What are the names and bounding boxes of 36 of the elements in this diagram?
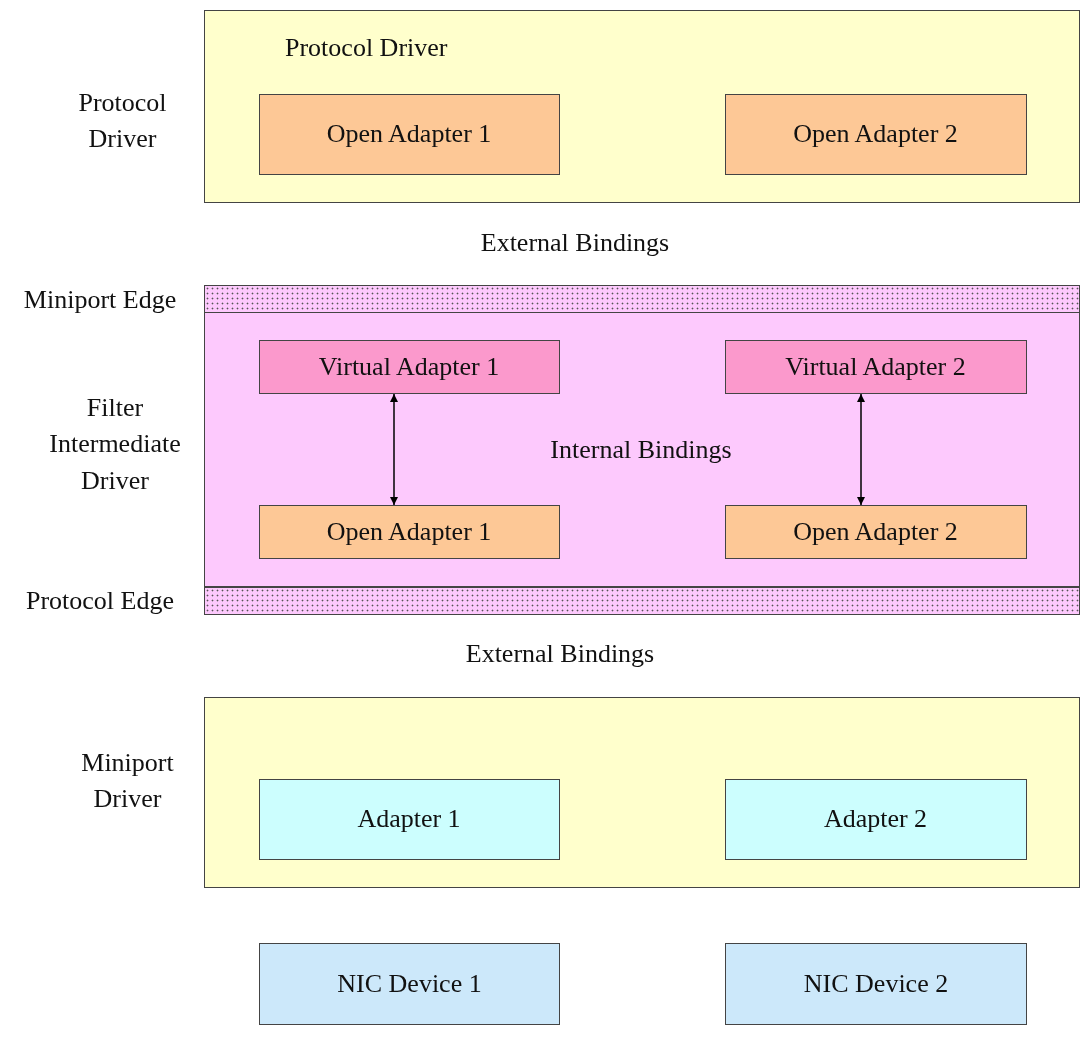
adapter-label: NIC Device 2 (802, 969, 950, 999)
adapter-box (258, 504, 560, 559)
layer-box (204, 312, 1080, 587)
layer-box (204, 697, 1080, 888)
adapter-box (725, 943, 1027, 1025)
double-arrow (390, 393, 398, 506)
adapter-box (724, 339, 1027, 394)
binding-label: External Bindings (465, 639, 655, 669)
adapter-label: Virtual Adapter 1 (317, 351, 501, 382)
layer-name: Miniport Driver (80, 747, 175, 816)
adapter-box (258, 93, 560, 175)
edge-band (204, 285, 1080, 313)
adapter-box (724, 504, 1027, 559)
adapter-label: Open Adapter 2 (792, 119, 959, 149)
adapter-label: Virtual Adapter 2 (784, 351, 967, 382)
binding-label: External Bindings (480, 228, 670, 258)
adapter-label: Adapter 2 (822, 804, 929, 834)
adapter-box (259, 943, 560, 1025)
adapter-label: Adapter 1 (356, 804, 462, 834)
layer-title: Protocol Driver (285, 33, 448, 63)
adapter-label: Open Adapter 1 (325, 516, 493, 547)
layer-name: Protocol Driver (77, 87, 168, 156)
adapter-label: Open Adapter 1 (325, 119, 493, 149)
layer-name: Filter Intermediate Driver (48, 392, 182, 497)
adapter-box (724, 778, 1027, 860)
double-arrow (857, 393, 865, 506)
adapter-box (724, 93, 1027, 175)
adapter-box (258, 778, 560, 860)
adapter-label: NIC Device 1 (336, 969, 483, 999)
layer-name: Miniport Edge (22, 284, 178, 316)
layer-name: Protocol Edge (25, 585, 175, 617)
adapter-label: Open Adapter 2 (792, 516, 959, 547)
edge-band (204, 587, 1080, 615)
driver-box (204, 10, 1080, 203)
binding-label: Internal Bindings (550, 435, 732, 465)
adapter-box (258, 339, 560, 394)
